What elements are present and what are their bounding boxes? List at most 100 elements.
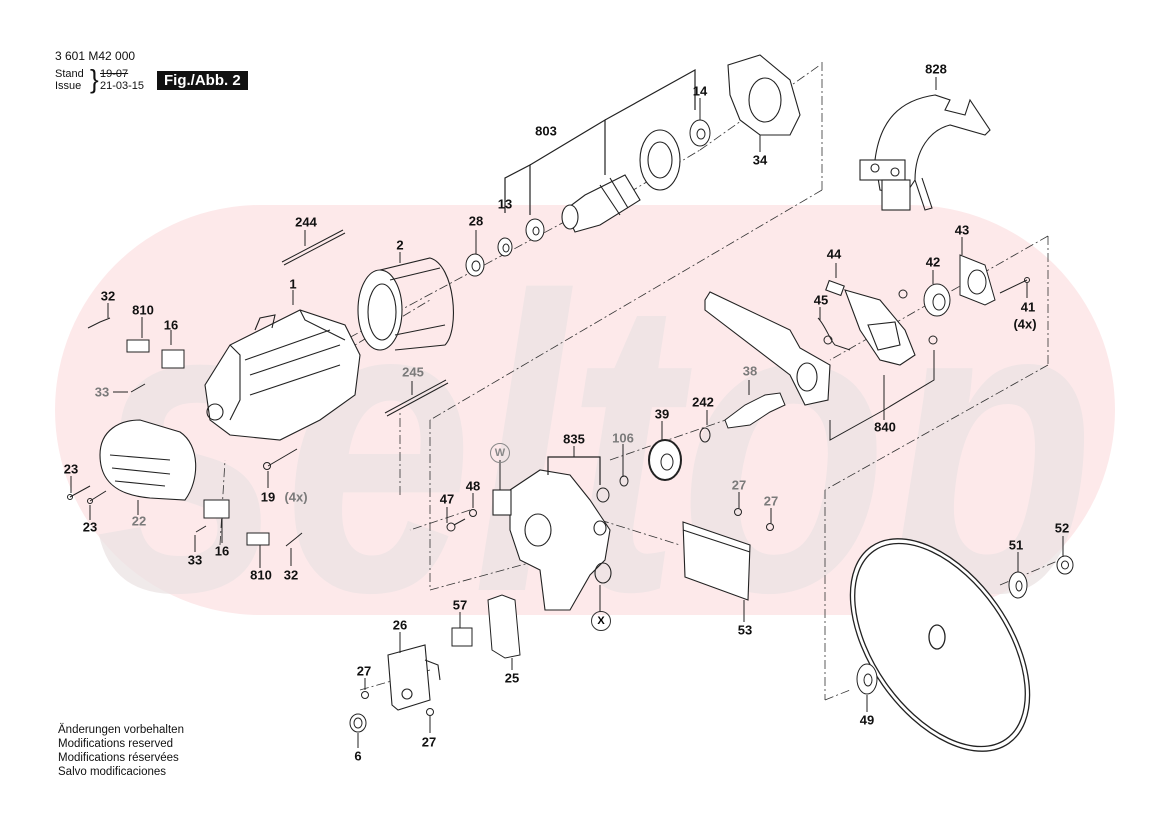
callout-43[interactable]: 43 bbox=[954, 222, 970, 238]
callout-810-lower[interactable]: 810 bbox=[250, 567, 272, 583]
saw-blade bbox=[849, 538, 1031, 752]
part-number: 3 601 M42 000 bbox=[55, 49, 136, 63]
callout-840[interactable]: 840 bbox=[874, 419, 896, 435]
connector-57 bbox=[451, 627, 473, 647]
flange-49 bbox=[856, 663, 878, 695]
callout-16-lower[interactable]: 16 bbox=[214, 543, 230, 559]
switch-cover-26 bbox=[387, 644, 441, 711]
brush-holder-16-lower bbox=[203, 499, 230, 519]
brace-symbol: } bbox=[90, 64, 99, 94]
note-en: Modifications reserved bbox=[58, 738, 174, 750]
bearing-42 bbox=[923, 283, 951, 317]
brush-810-lower bbox=[246, 532, 270, 546]
bushing bbox=[596, 487, 610, 503]
callout-2[interactable]: 2 bbox=[396, 237, 404, 253]
note-fr: Modifications réservées bbox=[58, 752, 179, 764]
callout-39[interactable]: 39 bbox=[654, 406, 670, 422]
washer-803 bbox=[525, 218, 545, 242]
callout-48[interactable]: 48 bbox=[465, 478, 481, 494]
stand-label: Stand bbox=[55, 68, 84, 80]
spring-32-lower bbox=[285, 532, 303, 547]
callout-25[interactable]: 25 bbox=[504, 670, 520, 686]
stand-date-struck: 19-07 bbox=[100, 68, 129, 80]
callout-828[interactable]: 828 bbox=[925, 61, 947, 77]
callout-32-lower[interactable]: 32 bbox=[283, 567, 299, 583]
callout-19-qty: (4x) bbox=[284, 489, 308, 505]
marker-x: X bbox=[591, 611, 611, 631]
callout-41[interactable]: 41 bbox=[1020, 299, 1036, 315]
spring-45 bbox=[817, 317, 851, 351]
callout-14[interactable]: 14 bbox=[692, 83, 708, 99]
plate-43 bbox=[959, 254, 996, 306]
flange-51 bbox=[1008, 571, 1028, 599]
callout-52[interactable]: 52 bbox=[1054, 520, 1070, 536]
callout-835[interactable]: 835 bbox=[563, 431, 585, 447]
callout-42[interactable]: 42 bbox=[925, 254, 941, 270]
screw-27-right bbox=[734, 508, 774, 531]
screw-33-upper bbox=[130, 383, 146, 393]
screws-23 bbox=[67, 485, 107, 504]
callout-27-plate-left[interactable]: 27 bbox=[731, 477, 747, 493]
callout-27-switch-left[interactable]: 27 bbox=[356, 663, 372, 679]
callout-44[interactable]: 44 bbox=[826, 246, 842, 262]
nut-48 bbox=[469, 509, 477, 517]
screw-47 bbox=[446, 518, 466, 532]
issue-date: 21-03-15 bbox=[100, 80, 145, 92]
screw-19 bbox=[263, 448, 298, 470]
nut-52 bbox=[1056, 555, 1074, 575]
issue-label: Issue bbox=[55, 80, 82, 92]
callout-803[interactable]: 803 bbox=[535, 123, 557, 139]
grommet-6 bbox=[349, 713, 367, 733]
callout-51[interactable]: 51 bbox=[1008, 537, 1024, 553]
marker-w: W bbox=[490, 443, 510, 463]
callout-245[interactable]: 245 bbox=[402, 364, 424, 380]
rear-cover bbox=[99, 419, 197, 501]
dates: 19-07 21-03-15 bbox=[100, 68, 144, 92]
callout-1[interactable]: 1 bbox=[289, 276, 297, 292]
switch-25 bbox=[487, 594, 521, 659]
armature bbox=[561, 129, 681, 233]
watermark-oval bbox=[55, 205, 1115, 615]
bracket-803 bbox=[504, 68, 696, 215]
bearing-14 bbox=[689, 119, 711, 147]
callout-810-upper[interactable]: 810 bbox=[132, 302, 154, 318]
spring-32-upper bbox=[87, 317, 111, 329]
stand-issue-labels: Stand Issue bbox=[55, 68, 84, 92]
callout-49[interactable]: 49 bbox=[859, 712, 875, 728]
callout-22[interactable]: 22 bbox=[131, 513, 147, 529]
cover-plate bbox=[682, 521, 751, 601]
callout-26[interactable]: 26 bbox=[392, 617, 408, 633]
callout-27-plate-right[interactable]: 27 bbox=[763, 493, 779, 509]
callout-28[interactable]: 28 bbox=[468, 213, 484, 229]
brush-810-upper bbox=[126, 339, 150, 353]
callout-32-upper[interactable]: 32 bbox=[100, 288, 116, 304]
clip-242 bbox=[699, 427, 711, 443]
callout-16-upper[interactable]: 16 bbox=[163, 317, 179, 333]
callout-244[interactable]: 244 bbox=[295, 214, 317, 230]
callout-27-switch-right[interactable]: 27 bbox=[421, 734, 437, 750]
callout-242[interactable]: 242 bbox=[692, 394, 714, 410]
callout-57[interactable]: 57 bbox=[452, 597, 468, 613]
callout-45[interactable]: 45 bbox=[813, 292, 829, 308]
screw-41 bbox=[999, 277, 1030, 294]
callout-23-lower[interactable]: 23 bbox=[82, 519, 98, 535]
motor-housing bbox=[204, 309, 361, 441]
callout-13[interactable]: 13 bbox=[497, 196, 513, 212]
callout-34[interactable]: 34 bbox=[752, 152, 768, 168]
callout-106[interactable]: 106 bbox=[612, 430, 634, 446]
bearing-28 bbox=[465, 253, 485, 277]
callout-23-upper[interactable]: 23 bbox=[63, 461, 79, 477]
callout-33-lower[interactable]: 33 bbox=[187, 552, 203, 568]
pin-244 bbox=[281, 229, 346, 266]
callout-47[interactable]: 47 bbox=[439, 491, 455, 507]
lever-arm bbox=[704, 291, 831, 406]
bearing-13 bbox=[497, 237, 513, 257]
pin-245 bbox=[384, 379, 449, 417]
callout-53[interactable]: 53 bbox=[737, 622, 753, 638]
callout-38[interactable]: 38 bbox=[742, 363, 758, 379]
callout-33-upper[interactable]: 33 bbox=[94, 384, 110, 400]
shaft-38 bbox=[724, 392, 786, 429]
callout-6[interactable]: 6 bbox=[354, 748, 362, 764]
callout-19[interactable]: 19 bbox=[260, 489, 276, 505]
modification-notes: Änderungen vorbehalten Modifications res… bbox=[58, 723, 184, 779]
